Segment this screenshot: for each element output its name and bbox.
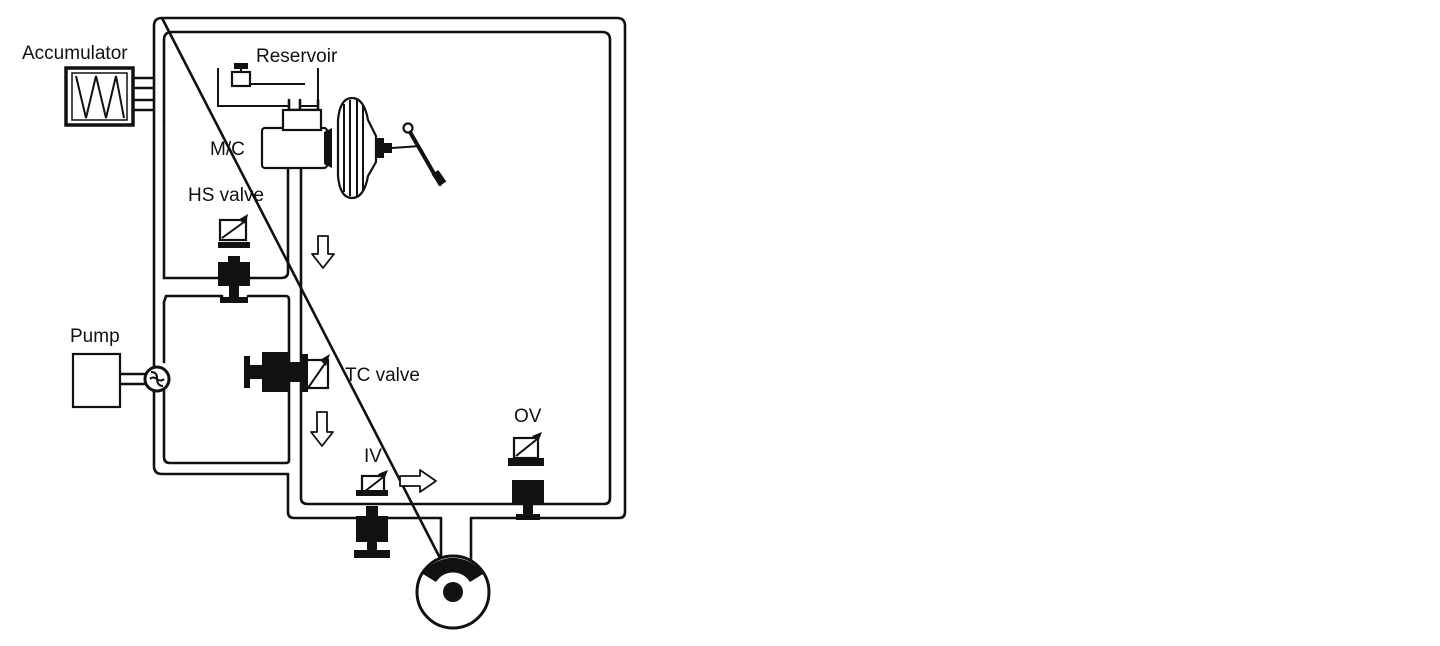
reservoir bbox=[217, 63, 319, 107]
pump-shaft bbox=[118, 372, 148, 386]
ov-label: OV bbox=[514, 406, 542, 427]
flow-arrows bbox=[310, 235, 437, 493]
tc-valve-label: TC valve bbox=[345, 365, 420, 386]
iv-label: IV bbox=[364, 446, 382, 467]
flow-arrow-down-lower bbox=[310, 411, 334, 447]
hydraulic-lines bbox=[118, 16, 627, 562]
hs-valve bbox=[218, 214, 250, 303]
outer-loop-inner-line bbox=[170, 30, 612, 506]
accumulator-label: Accumulator bbox=[22, 43, 128, 64]
left-column-inner-line bbox=[162, 30, 174, 122]
accumulator-tap-upper bbox=[130, 76, 156, 90]
master-cylinder bbox=[260, 108, 332, 170]
pump-label: Pump bbox=[70, 326, 120, 347]
hs-supply-box bbox=[162, 108, 302, 280]
ov-valve bbox=[508, 432, 544, 520]
flow-arrow-right bbox=[399, 469, 437, 493]
hs-valve-label: HS valve bbox=[188, 185, 264, 206]
brake-booster bbox=[336, 96, 392, 200]
tc-valve bbox=[244, 352, 330, 392]
accumulator bbox=[64, 66, 135, 127]
pump-box bbox=[162, 294, 291, 465]
reservoir-label: Reservoir bbox=[256, 46, 338, 67]
wheel-cylinder bbox=[415, 554, 491, 630]
mc-label: M/C bbox=[210, 139, 245, 160]
pump bbox=[71, 352, 171, 409]
accumulator-spring bbox=[75, 75, 125, 119]
outer-loop-outer-line bbox=[152, 16, 627, 562]
iv-valve bbox=[354, 470, 390, 558]
flow-arrow-down-upper bbox=[311, 235, 335, 269]
brake-pedal bbox=[391, 122, 447, 187]
accumulator-tap-lower bbox=[130, 98, 156, 112]
